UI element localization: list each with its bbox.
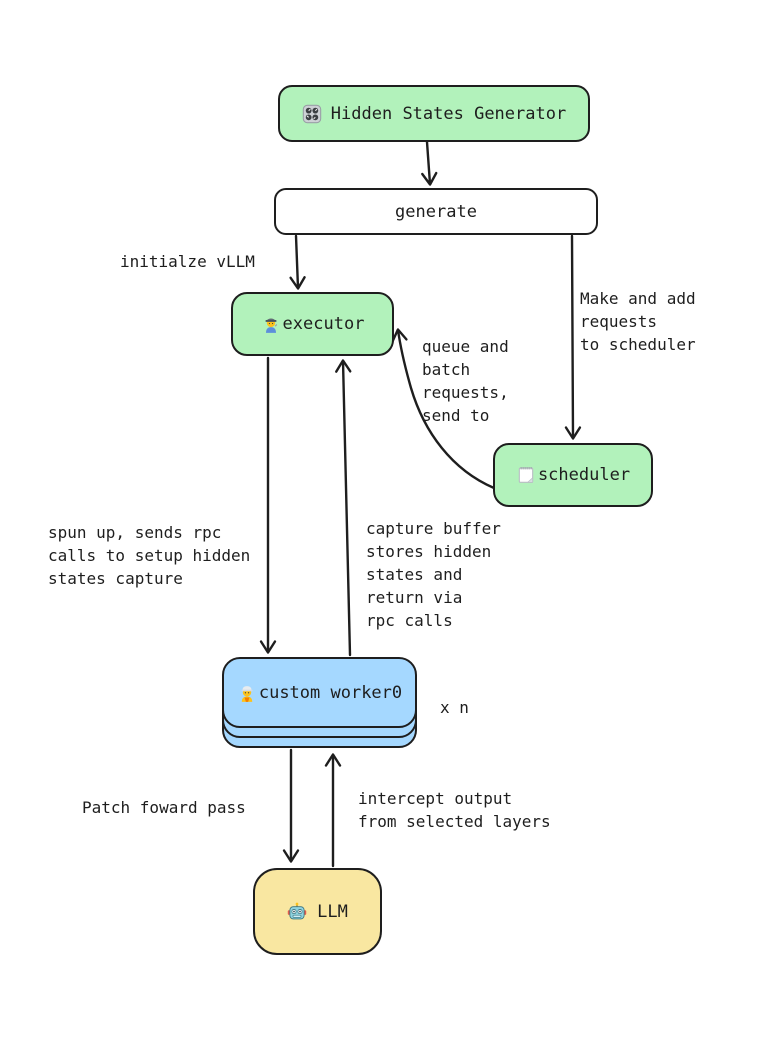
node-label: executor [282,314,365,334]
robot-icon [287,902,307,922]
edge-generator-to-generate [421,140,438,186]
edge-scheduler-to-executor [391,328,496,490]
edge-label-make-requests: Make and add requests to scheduler [580,289,696,354]
edge-label-intercept-output: intercept output from selected layers [358,789,551,831]
edge-label-patch-forward: Patch foward pass [82,798,246,817]
notepad-icon [516,465,536,485]
node-label: LLM [317,901,348,922]
node-label: scheduler [537,465,631,485]
edge-label-capture-buffer: capture buffer stores hidden states and … [366,519,501,630]
edge-generate-to-scheduler [564,234,582,440]
worker-multiplier-label: x n [440,698,469,717]
node-hidden-states-generator: Hidden States Generator [278,85,590,142]
edge-generate-to-executor [289,234,306,290]
node-custom-worker: custom worker0 [222,657,417,728]
control-knobs-icon [302,104,322,124]
node-llm: LLM [253,868,382,955]
edge-label-queue-batch: queue and batch requests, send to [422,337,509,425]
node-generate: generate [274,188,598,235]
edge-worker-to-executor [335,359,352,657]
factory-worker-icon [261,314,281,334]
node-label: Hidden States Generator [330,103,567,124]
node-label: custom worker0 [258,682,403,703]
edge-label-spun-up: spun up, sends rpc calls to setup hidden… [48,523,251,588]
edge-label-initialize-vllm: initialze vLLM [120,252,255,271]
node-executor: executor [231,292,394,356]
node-label: generate [395,201,477,222]
node-scheduler: scheduler [493,443,653,507]
construction-worker-icon [237,683,257,703]
